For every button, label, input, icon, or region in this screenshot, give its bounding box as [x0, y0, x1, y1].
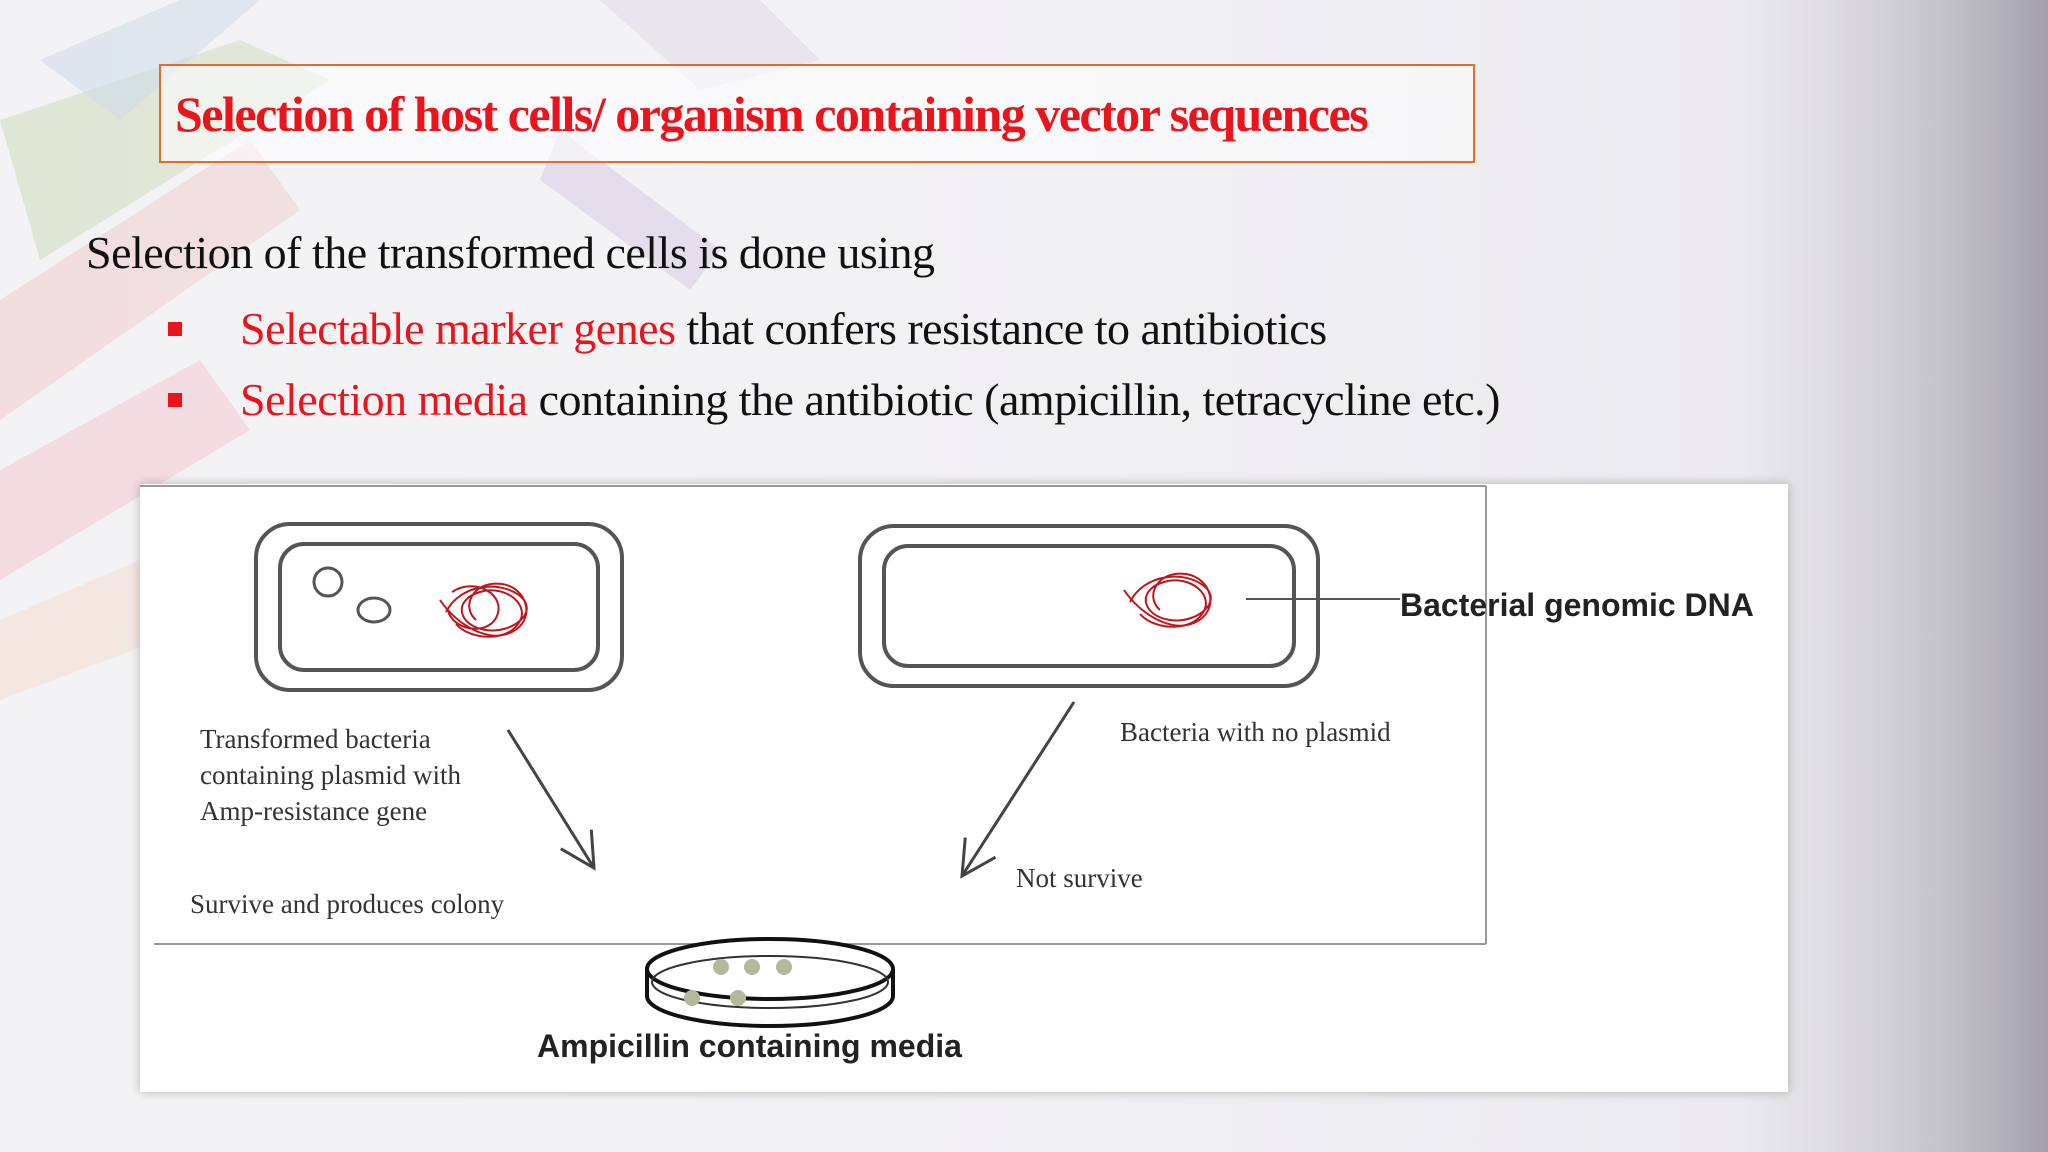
no-plasmid-label: Bacteria with no plasmid	[1120, 717, 1391, 747]
survive-label: Survive and produces colony	[190, 889, 505, 919]
genomic-dna-tangle	[439, 582, 528, 638]
bullet-item-marker-genes: Selectable marker genes that confers res…	[168, 302, 1468, 358]
bullet-rest: containing the antibiotic (ampicillin, t…	[527, 374, 1501, 425]
bullet-highlight: Selection media	[240, 374, 528, 425]
genomic-dna-tangle	[1123, 572, 1212, 628]
media-label: Ampicillin containing media	[537, 1028, 962, 1064]
plasmid-circle	[312, 566, 344, 598]
colony-dot	[776, 959, 792, 975]
transformed-label-line: Transformed bacteria	[200, 724, 431, 754]
survive-arrow	[506, 729, 596, 871]
title-box: Selection of host cells/ organism contai…	[159, 64, 1475, 163]
petri-dish-icon	[645, 937, 895, 1028]
bullet-highlight: Selectable marker genes	[240, 303, 676, 354]
transformed-label-line: containing plasmid with	[200, 760, 461, 790]
figure-panel: Bacterial genomic DNA Transformed bacter…	[140, 484, 1788, 1092]
not-survive-arrow	[960, 701, 1076, 879]
bullet-square-icon	[168, 393, 182, 407]
selection-diagram: Bacterial genomic DNA Transformed bacter…	[140, 485, 1754, 1064]
slide-title: Selection of host cells/ organism contai…	[175, 85, 1369, 142]
genomic-dna-label: Bacterial genomic DNA	[1400, 587, 1754, 623]
bacterium-no-plasmid	[858, 524, 1400, 688]
bullet-item-selection-media: Selection media containing the antibioti…	[168, 373, 1568, 429]
bullet-rest: that confers resistance to antibiotics	[675, 303, 1328, 354]
colony-dot	[684, 990, 700, 1006]
intro-text: Selection of the transformed cells is do…	[86, 227, 935, 278]
bullet-square-icon	[168, 322, 182, 336]
colony-dot	[713, 959, 729, 975]
transformed-bacterium	[254, 522, 624, 692]
transformed-label-line: Amp-resistance gene	[200, 796, 427, 826]
colony-dot	[730, 990, 746, 1006]
colony-dot	[744, 959, 760, 975]
plasmid-circle	[356, 596, 392, 624]
not-survive-label: Not survive	[1016, 863, 1143, 893]
